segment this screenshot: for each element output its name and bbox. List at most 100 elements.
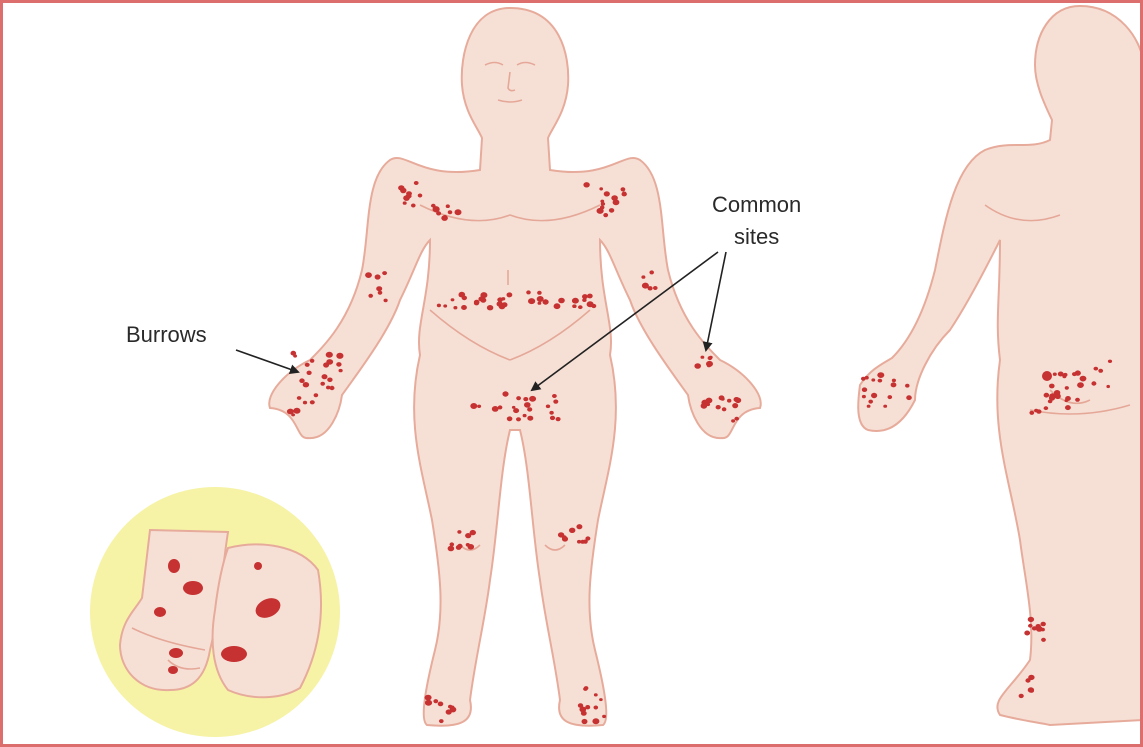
common-sites-arrow-wrist	[706, 252, 726, 350]
lesion-dot	[339, 369, 343, 372]
lesion-dot	[297, 396, 302, 400]
lesion-dot	[707, 364, 711, 367]
sites-label: sites	[734, 224, 779, 250]
lesion-dot	[425, 695, 432, 701]
lesion-dot	[594, 693, 598, 696]
lesion-dot	[594, 706, 599, 710]
lesion-dot	[451, 298, 455, 301]
lesion-dot	[1106, 385, 1110, 388]
lesion-dot	[1029, 411, 1034, 415]
lesion-dot	[516, 417, 521, 421]
lesion-dot	[320, 382, 325, 386]
lesion-dot	[529, 396, 536, 402]
lesion-dot	[871, 393, 877, 398]
lesion-dot	[1065, 405, 1071, 410]
lesion-dot	[602, 715, 606, 718]
lesion-dot	[450, 542, 455, 546]
lesion-dot	[497, 301, 503, 306]
lesion-dot	[694, 363, 701, 369]
lesion-dot	[583, 182, 589, 187]
lesion-dot	[448, 705, 452, 709]
lesion-dot	[731, 419, 735, 422]
lesion-dot	[883, 405, 887, 408]
lesion-dot	[382, 271, 387, 275]
lesion-dot	[457, 544, 462, 549]
lesion-dot	[492, 406, 499, 412]
lesion-dot	[576, 524, 582, 529]
lesion-dot	[1108, 360, 1112, 363]
lesion-dot	[862, 387, 867, 392]
lesion-dot	[604, 191, 610, 196]
lesion-dot	[552, 394, 557, 398]
lesion-dot	[1042, 371, 1052, 381]
lesion-dot	[1024, 631, 1030, 636]
lesion-dot	[599, 698, 603, 701]
lesion-dot	[905, 384, 909, 388]
lesion-dot	[1028, 624, 1033, 628]
lesion-dot	[537, 296, 544, 302]
lesion-dot	[513, 408, 519, 413]
lesion-dot	[1091, 381, 1096, 385]
lesion-dot	[1072, 372, 1077, 376]
lesion-dot	[376, 286, 382, 291]
lesion-dot	[641, 275, 645, 278]
lesion-dot	[1044, 406, 1049, 410]
lesion-dot	[365, 272, 372, 278]
lesion-dot	[871, 378, 875, 381]
lesion-dot	[549, 411, 553, 415]
lesion-dot	[480, 298, 486, 303]
lesion-dot	[734, 417, 739, 421]
lesion-dot	[327, 378, 332, 383]
lesion-dot	[291, 351, 297, 356]
lesion-dot	[554, 303, 561, 309]
lesion-dot	[501, 297, 505, 300]
lesion-dot	[558, 298, 565, 304]
lesion-dot	[1098, 369, 1103, 373]
lesion-dot	[437, 304, 441, 308]
lesion-dot	[414, 181, 419, 185]
lesion-dot	[1041, 638, 1046, 642]
lesion-dot	[537, 291, 542, 295]
lesion-dot	[287, 409, 294, 415]
common-label: Common	[712, 192, 801, 218]
lesion-dot	[708, 356, 713, 360]
lesion-dot	[375, 274, 381, 279]
lesion-dot	[1049, 395, 1055, 400]
lesion-dot	[459, 293, 463, 297]
lesion-dot	[585, 536, 590, 540]
lesion-dot	[1019, 694, 1024, 698]
lesion-dot	[891, 382, 897, 387]
lesion-dot	[411, 204, 416, 208]
lesion-dot	[524, 402, 531, 408]
lesion-dot	[336, 353, 343, 359]
lesion-dot	[906, 395, 912, 400]
lesion-dot	[556, 417, 561, 421]
burrows-label: Burrows	[126, 322, 207, 348]
lesion-dot	[622, 192, 627, 197]
lesion-dot	[330, 386, 335, 390]
lesion-dot	[433, 206, 440, 212]
lesion-dot	[310, 359, 315, 363]
lesion-dot	[716, 405, 721, 409]
lesion-dot	[572, 304, 576, 308]
lesion-dot	[579, 707, 586, 713]
lesion-dot	[587, 301, 594, 307]
lesion-dot	[1044, 393, 1050, 398]
lesion-dot	[418, 194, 423, 198]
lesion-dot	[425, 700, 432, 706]
lesion-dot	[582, 719, 588, 724]
lesion-dot	[293, 408, 300, 414]
lesion-dot	[621, 187, 626, 191]
lesion-dot	[892, 379, 896, 383]
lesion-dot	[868, 400, 873, 404]
lesion-dot	[888, 395, 893, 399]
lesion-dot	[649, 270, 654, 274]
lesion-dot	[609, 208, 614, 213]
lesion-dot	[578, 305, 583, 309]
lesion-dot	[701, 403, 708, 409]
lesion-dot	[336, 362, 341, 367]
lesion-dot	[470, 530, 476, 535]
lesion-dot	[582, 298, 586, 302]
lesion-dot	[1077, 382, 1084, 388]
